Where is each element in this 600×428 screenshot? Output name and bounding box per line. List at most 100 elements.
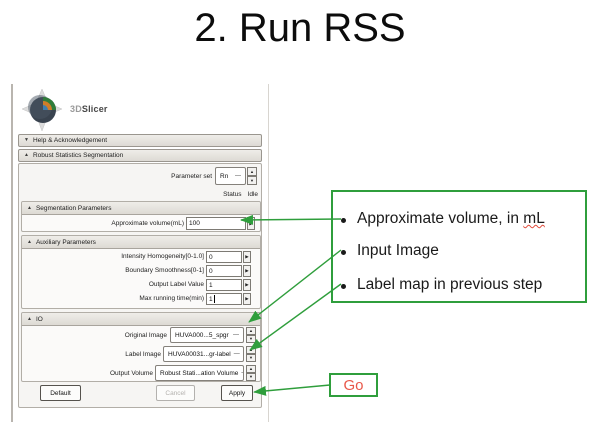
status-label: Status — [223, 191, 242, 198]
annotation-box: Approximate volume, in mL Input Image La… — [331, 190, 587, 303]
output-label-value-step-button[interactable]: ▶ — [243, 279, 251, 291]
spin-up-icon: ▲ — [249, 347, 253, 352]
expand-arrow-icon: ▲ — [27, 315, 32, 322]
bullet-icon — [341, 284, 346, 289]
label-image-label: Label Image — [125, 351, 161, 358]
robust-statistics-group: Parameter set Rn — ▲ ▼ Status Idle ▲ Seg… — [18, 163, 262, 408]
spin-down-button[interactable]: ▼ — [246, 335, 256, 343]
approx-volume-input[interactable]: 100 — [186, 217, 246, 230]
go-label: Go — [343, 376, 364, 394]
auxiliary-parameters-box: ▲ Auxiliary Parameters Intensity Homogen… — [21, 235, 261, 309]
spin-up-button[interactable]: ▲ — [246, 346, 256, 354]
section-robust-label: Robust Statistics Segmentation — [32, 152, 124, 159]
expand-arrow-icon: ▲ — [27, 238, 32, 245]
parameter-set-spinner: ▲ ▼ — [247, 167, 257, 185]
output-volume-spinner: ▲ ▼ — [246, 365, 256, 381]
segmentation-parameters-box: ▲ Segmentation Parameters Approximate vo… — [21, 201, 261, 232]
io-box: ▲ IO Original Image HUVA000...5_spgr — ▲… — [21, 312, 261, 382]
brand-prefix: 3D — [70, 104, 82, 114]
max-running-time-step-button[interactable]: ▶ — [243, 293, 251, 305]
section-io[interactable]: ▲ IO — [22, 313, 260, 326]
spin-down-icon: ▼ — [249, 355, 253, 360]
intensity-homogeneity-value: 0 — [209, 253, 213, 261]
cancel-button[interactable]: Cancel — [156, 385, 195, 401]
section-seg-params[interactable]: ▲ Segmentation Parameters — [22, 202, 260, 215]
step-right-icon: ▶ — [245, 282, 249, 287]
parameter-set-combobox[interactable]: Rn — — [215, 167, 246, 185]
slide-title: 2. Run RSS — [194, 6, 406, 50]
default-button[interactable]: Default — [40, 385, 81, 401]
output-volume-value: Robust Stati...ation Volume — [160, 369, 239, 377]
intensity-homogeneity-step-button[interactable]: ▶ — [243, 251, 251, 263]
boundary-smoothness-step-button[interactable]: ▶ — [243, 265, 251, 277]
spin-down-icon: ▼ — [249, 374, 253, 379]
bullet-icon — [341, 218, 346, 223]
boundary-smoothness-label: Boundary Smoothness[0-1] — [125, 267, 204, 274]
output-label-value-value: 1 — [209, 281, 213, 289]
bullet-pre: Input Image — [357, 242, 439, 259]
bullet-text-label-map: Label map in previous step — [357, 276, 542, 294]
spin-up-icon: ▲ — [250, 168, 254, 174]
spin-down-button[interactable]: ▼ — [246, 373, 256, 381]
spin-down-button[interactable]: ▼ — [247, 176, 257, 185]
parameter-set-label: Parameter set — [171, 173, 212, 180]
spin-up-button[interactable]: ▲ — [246, 365, 256, 373]
list-item: Label map in previous step — [341, 276, 542, 294]
max-running-time-label: Max running time(min) — [139, 295, 204, 302]
boundary-smoothness-value: 0 — [209, 267, 213, 275]
slicer-brand: 3DSlicer — [70, 104, 108, 114]
section-robust-statistics[interactable]: ▲ Robust Statistics Segmentation — [18, 149, 262, 162]
apply-button[interactable]: Apply — [221, 385, 253, 401]
go-callout: Go — [329, 373, 378, 397]
brand-name: Slicer — [81, 104, 108, 114]
aux-params-header: Auxiliary Parameters — [35, 238, 96, 246]
list-item: Input Image — [341, 242, 439, 260]
combo-dash-icon: — — [233, 332, 239, 338]
seg-params-header: Segmentation Parameters — [35, 204, 112, 212]
bullet-text-approx-volume: Approximate volume, in mL — [357, 210, 545, 228]
combo-dash-icon: — — [233, 351, 240, 357]
max-running-time-value: 1 — [209, 295, 213, 303]
max-running-time-input[interactable]: 1 — [206, 293, 242, 305]
section-help-label: Help & Acknowledgement — [32, 137, 108, 144]
expand-arrow-icon: ▲ — [24, 152, 29, 158]
parameter-set-value: Rn — [220, 172, 229, 180]
original-image-spinner: ▲ ▼ — [246, 327, 256, 343]
spin-up-button[interactable]: ▲ — [246, 327, 256, 335]
spin-up-icon: ▲ — [249, 366, 253, 371]
slicer-panel: 3DSlicer ▼ Help & Acknowledgement ▲ Robu… — [11, 84, 269, 422]
spin-down-button[interactable]: ▼ — [246, 354, 256, 362]
original-image-combobox[interactable]: HUVA000...5_spgr — — [170, 327, 244, 343]
approx-volume-value: 100 — [189, 220, 200, 227]
section-help-acknowledgement[interactable]: ▼ Help & Acknowledgement — [18, 134, 262, 147]
step-right-icon: ▶ — [245, 296, 249, 301]
intensity-homogeneity-input[interactable]: 0 — [206, 251, 242, 263]
output-label-value-input[interactable]: 1 — [206, 279, 242, 291]
label-image-combobox[interactable]: HUVA00031...gr-label — — [163, 346, 244, 362]
default-button-label: Default — [50, 389, 71, 397]
cancel-button-label: Cancel — [165, 389, 186, 397]
apply-button-label: Apply — [228, 389, 246, 397]
status-row: Status Idle — [159, 191, 258, 198]
output-label-value-label: Output Label Value — [148, 281, 204, 288]
step-right-icon: ▶ — [245, 268, 249, 273]
spin-up-button[interactable]: ▲ — [247, 167, 257, 176]
spin-up-icon: ▲ — [249, 328, 253, 333]
bullet-emph: mL — [523, 210, 545, 227]
slicer-logo-icon — [21, 88, 63, 132]
text-cursor — [213, 295, 215, 303]
intensity-homogeneity-label: Intensity Homogeneity[0-1.0] — [121, 253, 204, 260]
original-image-label: Original Image — [124, 332, 167, 339]
label-image-value: HUVA00031...gr-label — [168, 350, 231, 358]
bullet-pre: Approximate volume, in — [357, 210, 524, 227]
section-aux-params[interactable]: ▲ Auxiliary Parameters — [22, 236, 260, 249]
step-right-icon: ▶ — [245, 254, 249, 259]
spin-down-icon: ▼ — [250, 177, 254, 183]
expand-arrow-icon: ▲ — [27, 204, 32, 211]
output-volume-label: Output Volume — [110, 370, 153, 377]
combo-dash-icon: — — [235, 173, 241, 179]
output-volume-combobox[interactable]: Robust Stati...ation Volume — — [155, 365, 244, 381]
approx-volume-step-button[interactable]: ▶ — [247, 217, 255, 230]
boundary-smoothness-input[interactable]: 0 — [206, 265, 242, 277]
label-image-spinner: ▲ ▼ — [246, 346, 256, 362]
